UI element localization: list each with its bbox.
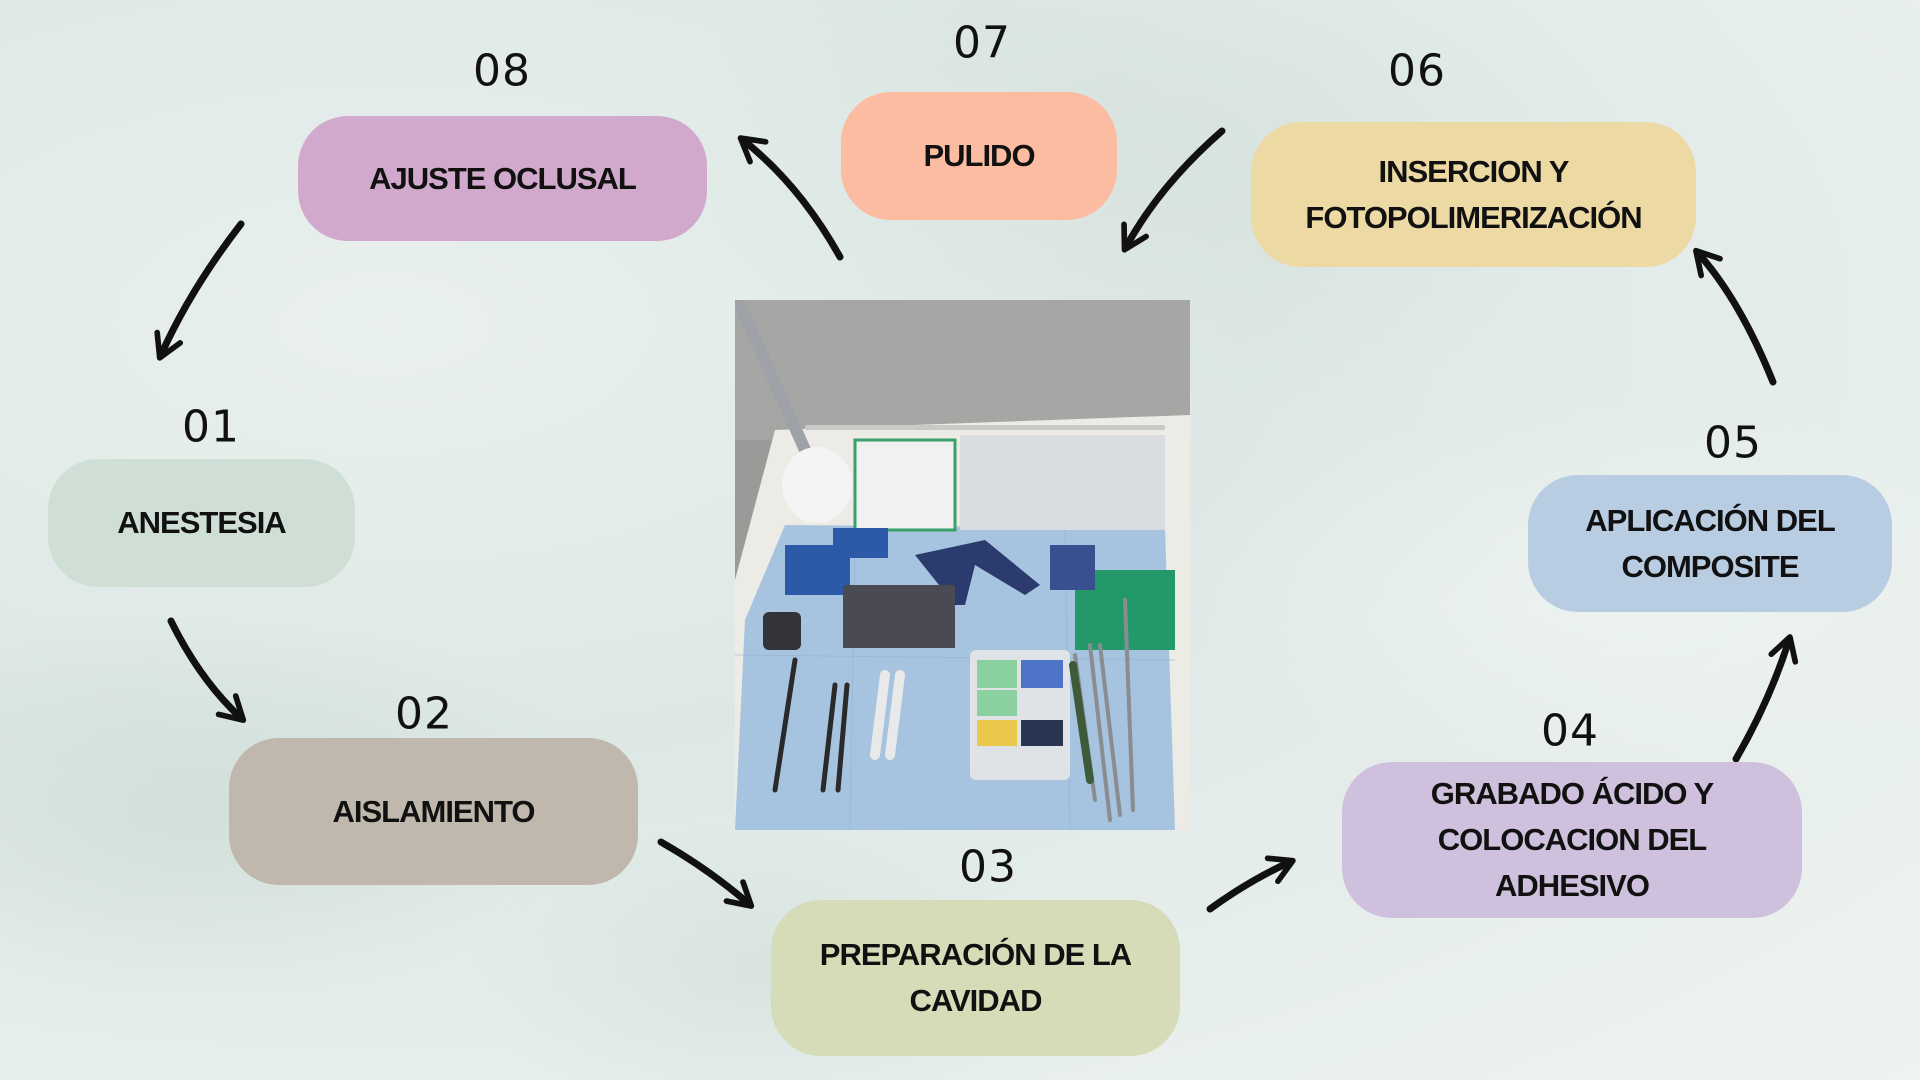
step-label: GRABADO ÁCIDO Y COLOCACION DEL ADHESIVO [1430, 776, 1714, 903]
arrow-04-to-05 [1732, 634, 1799, 763]
arrow-07-to-08 [737, 135, 844, 261]
step-label: PULIDO [923, 138, 1035, 173]
step-number-01: 01 [182, 401, 240, 453]
step-number-06: 06 [1388, 45, 1446, 97]
arrow-08-to-01 [154, 220, 245, 361]
arrow-02-to-03 [657, 838, 755, 909]
step-label: APLICACIÓN DEL COMPOSITE [1585, 502, 1835, 584]
step-box-grabado-acido: GRABADO ÁCIDO Y COLOCACION DEL ADHESIVO [1342, 762, 1802, 918]
arrow-01-to-02 [167, 617, 247, 723]
step-box-ajuste-oclusal: AJUSTE OCLUSAL [298, 116, 707, 241]
step-box-aislamiento: AISLAMIENTO [229, 738, 638, 885]
arrow-06-to-07 [1121, 127, 1226, 253]
step-number-05: 05 [1704, 417, 1762, 469]
step-label: INSERCION Y FOTOPOLIMERIZACIÓN [1305, 153, 1642, 235]
step-number-04: 04 [1541, 705, 1599, 757]
step-box-pulido: PULIDO [841, 92, 1117, 220]
step-number-02: 02 [395, 688, 453, 740]
step-number-07: 07 [953, 17, 1011, 69]
arrow-03-to-04 [1206, 855, 1296, 913]
step-box-anestesia: ANESTESIA [48, 459, 355, 587]
step-label: ANESTESIA [117, 505, 286, 540]
step-label: AJUSTE OCLUSAL [369, 160, 637, 196]
step-label: AISLAMIENTO [332, 793, 536, 829]
step-box-preparacion-cavidad: PREPARACIÓN DE LA CAVIDAD [771, 900, 1180, 1056]
dental-instruments-photo [735, 300, 1190, 830]
step-number-08: 08 [473, 45, 531, 97]
step-label: PREPARACIÓN DE LA CAVIDAD [819, 937, 1132, 1018]
arrow-05-to-06 [1693, 247, 1777, 386]
step-box-aplicacion-composite: APLICACIÓN DEL COMPOSITE [1528, 475, 1892, 612]
step-number-03: 03 [959, 841, 1017, 893]
step-box-insercion-fotopolimerizacion: INSERCION Y FOTOPOLIMERIZACIÓN [1251, 122, 1696, 267]
